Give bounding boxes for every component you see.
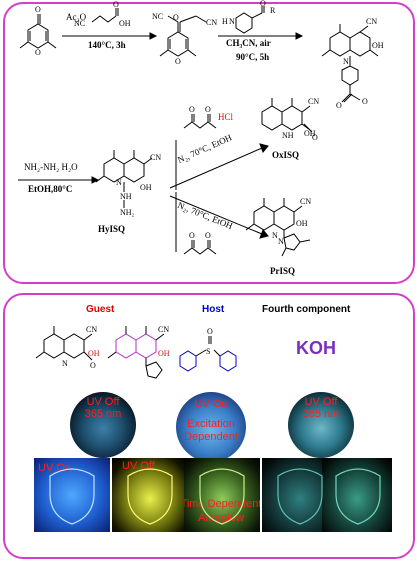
prisq-structure: [245, 198, 311, 257]
atom-h-piperidine: H: [222, 17, 228, 26]
atom-o-intermediate: O: [173, 13, 179, 22]
excitation-disc: UV On Excitation Dependent: [176, 392, 246, 462]
atom-n-product: N: [343, 57, 349, 66]
atom-n-hyisq: N: [116, 178, 122, 187]
pyranylidene-intermediate-structure: [159, 15, 207, 57]
cyanoacetic-acid-structure: [91, 15, 117, 23]
synthesis-scheme-panel: [3, 2, 415, 284]
atom-nh-hyisq: NH: [120, 192, 132, 201]
prisq-label: PrISQ: [270, 266, 296, 276]
hcl-label: HCl: [218, 112, 234, 122]
disc-2-line1: UV On: [194, 398, 228, 410]
piperidinyl-isoquinoline-structure: [321, 24, 379, 103]
tiger-outline-4: [277, 468, 323, 525]
disc-2-line2: Excitation: [187, 418, 235, 430]
step2-conditions: 90°C, 5h: [236, 52, 270, 62]
atom-oh-acid: OH: [119, 19, 131, 28]
arrow-to-prisq: [169, 195, 263, 235]
atom-o-acac-upper: O: [189, 105, 195, 114]
tiger-tile-afterglow-1: Time Dependent Afterglow: [184, 458, 260, 532]
atom-cn-hyisq: CN: [150, 153, 161, 162]
atom-o-product: O: [336, 101, 342, 110]
disc-3-line1: UV Off: [304, 396, 338, 408]
tiger-outline-5: [335, 468, 381, 525]
atom-nh2-hyisq: NH₂: [120, 208, 135, 217]
tiger-outlines: [49, 468, 381, 525]
fourth-component-label: Fourth component: [262, 304, 351, 315]
oxisq-guest-structure: [35, 326, 93, 361]
step2-solvent: CH₃CN, air: [226, 38, 271, 48]
atom-r-ester: R: [270, 6, 276, 15]
tiger-outline-3: [199, 468, 245, 525]
atom-n-piperidine: N: [229, 17, 235, 26]
afterglow-disc-2: UV Off 365 nm: [288, 392, 354, 458]
atom-oh-hyisq: OH: [140, 183, 152, 192]
arrow-to-oxisq: [169, 147, 263, 189]
disc-1-line1: UV Off: [86, 396, 120, 408]
disc-2-line3: Dependent: [184, 431, 238, 443]
hyisq-structure: [95, 150, 153, 208]
disc-3-line2: 365 nm: [302, 408, 340, 420]
prisq-guest-structure: [107, 326, 165, 379]
pyrone-structure: [19, 14, 57, 49]
atom-cn-product: CN: [366, 17, 377, 26]
atom-cn-oxisq: CN: [308, 97, 319, 106]
atom-oh-oxisq: OH: [304, 129, 316, 138]
oxisq-structure: [261, 98, 313, 133]
hydrazine-reagent: NH₂-NH₂ H₂O: [24, 162, 78, 172]
atom-oh-prisq: OH: [296, 219, 308, 228]
tiger-tile-uv-off: UV Off: [112, 458, 188, 532]
synthesis-scheme-graphics: O O NC O OH NC O CN O H N O R CN OH N O …: [18, 0, 384, 257]
atom-o-pyrone-ring: O: [35, 48, 41, 57]
atom-oh-product: OH: [372, 41, 384, 50]
bottom-structures: CN OH N O CN OH S O: [35, 325, 237, 379]
atom-o-pyrone: O: [35, 5, 41, 14]
atom-cn-prisq: CN: [300, 197, 311, 206]
hydrazine-conditions: EtOH,80°C: [28, 184, 73, 194]
koh-label: KOH: [296, 338, 336, 358]
atom-nc-intermediate: NC: [152, 12, 163, 21]
materials-panel: [3, 293, 415, 559]
atom-o-guest1: O: [90, 361, 96, 370]
afterglow-disc-1: UV Off 365 nm: [70, 392, 136, 458]
atom-cn-intermediate: CN: [206, 18, 217, 27]
atom-oh-guest1: OH: [88, 349, 100, 358]
guest-label: Guest: [86, 304, 115, 315]
acetylacetone-structure-lower: [183, 247, 217, 255]
atom-o-oxisq: O: [312, 133, 318, 142]
atom-cn-guest2: CN: [158, 325, 169, 334]
disc-1-line2: 365 nm: [84, 408, 122, 420]
tiger-outline-2: [127, 468, 173, 525]
atom-n-pyrazole: N: [278, 237, 284, 246]
step1-reagent: Ac₂O: [66, 12, 87, 22]
atom-n-guest1: N: [62, 359, 68, 368]
atom-o-ester: O: [260, 0, 266, 8]
host-label: Host: [202, 304, 225, 315]
atom-s-host: S: [206, 347, 210, 356]
atom-o-product-2: O: [362, 97, 368, 106]
tiger-outline-1: [49, 468, 95, 525]
atom-o-intermediate-ring: O: [175, 57, 181, 66]
atom-n-prisq: N: [272, 231, 278, 240]
atom-o-acac-lower-2: O: [205, 231, 211, 240]
tiger-tile-uv-on: UV On: [34, 458, 110, 532]
hyisq-label: HyISQ: [98, 224, 126, 234]
atom-cn-guest1: CN: [86, 325, 97, 334]
atom-o-host: O: [207, 327, 213, 336]
atom-o-acac-upper-2: O: [205, 105, 211, 114]
tile-3-line2: Afterglow: [198, 512, 244, 524]
step1-conditions: 140°C, 3h: [88, 40, 126, 50]
tile-1-text: UV On: [38, 462, 72, 474]
atom-nh-oxisq: NH: [282, 131, 294, 140]
diphenyl-sulfoxide-host-structure: [179, 336, 237, 372]
atom-oh-guest2: OH: [158, 349, 170, 358]
piperidine-ester-structure: [235, 12, 253, 34]
atom-nc-acid: NC: [74, 19, 85, 28]
atom-o-acid: O: [113, 0, 119, 9]
oxisq-label: OxISQ: [272, 150, 300, 160]
acetylacetone-structure-upper: [183, 121, 217, 129]
atom-o-acac-lower: O: [189, 231, 195, 240]
